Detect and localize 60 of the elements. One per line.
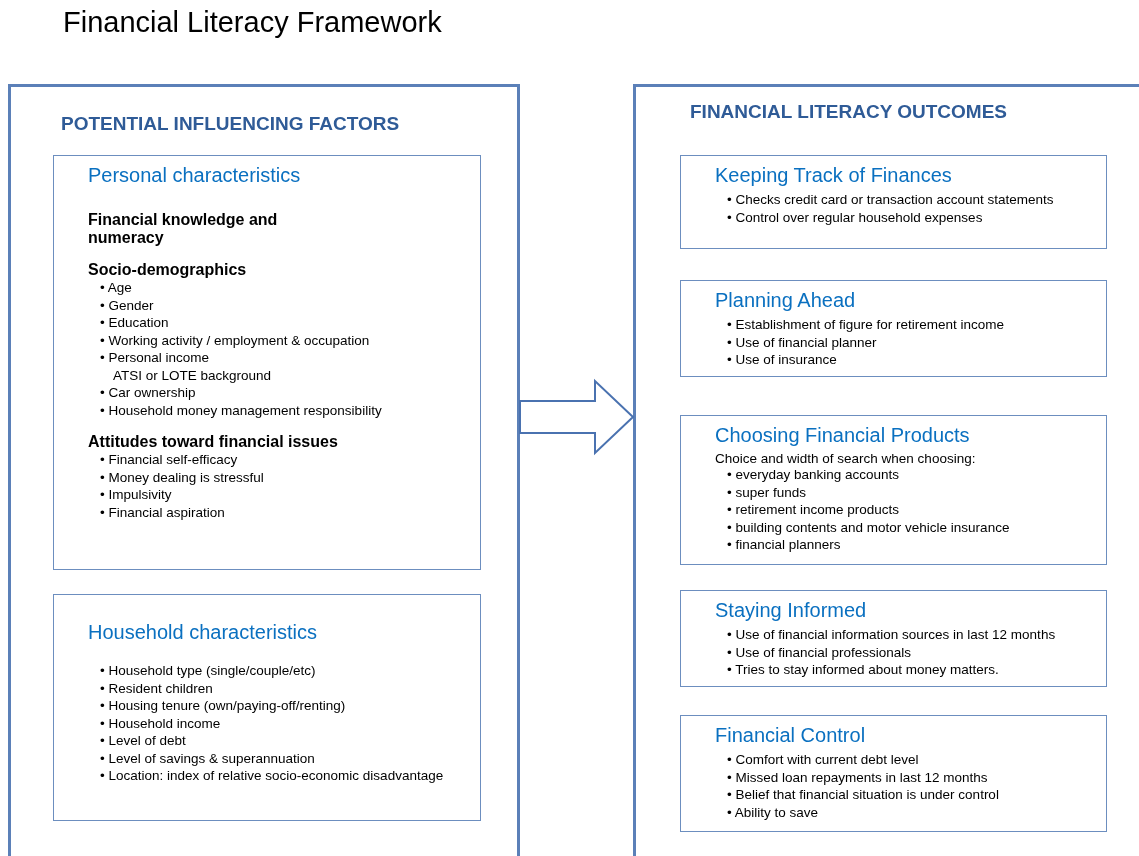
text-box bbox=[53, 155, 481, 570]
text-box bbox=[680, 715, 1107, 832]
bullet-item: • Financial self-efficacy bbox=[100, 451, 239, 469]
box-heading: Planning Ahead bbox=[715, 289, 857, 312]
panel-title: POTENTIAL INFLUENCING FACTORS bbox=[61, 113, 400, 135]
bullet-item: • Working activity / employment & occupation bbox=[100, 331, 371, 349]
bullet-item: • building contents and motor vehicle insurance bbox=[727, 518, 1011, 536]
box-heading: Keeping Track of Finances bbox=[715, 164, 953, 187]
bullet-item: • Establishment of figure for retirement income bbox=[727, 316, 1006, 334]
text-box bbox=[680, 280, 1107, 377]
bullet-item: • Level of debt bbox=[100, 732, 187, 750]
bullet-item: • financial planners bbox=[727, 536, 842, 554]
bullet-item: • Use of financial information sources in last 12 months bbox=[727, 626, 1057, 644]
box-heading: Staying Informed bbox=[715, 599, 868, 622]
box-heading: Financial Control bbox=[715, 724, 867, 747]
bullet-item: • Tries to stay informed about money matters. bbox=[727, 661, 1000, 679]
text-line: ATSI or LOTE background bbox=[113, 366, 273, 384]
section-heading: Attitudes toward financial issues bbox=[88, 433, 339, 451]
bullet-item: • Use of financial professionals bbox=[727, 643, 913, 661]
bullet-item: • Location: index of relative socio-economic disadvantage bbox=[100, 767, 445, 785]
panel-title: FINANCIAL LITERACY OUTCOMES bbox=[690, 101, 1008, 123]
bullet-item: • Impulsivity bbox=[100, 486, 173, 504]
box-heading: Personal characteristics bbox=[88, 164, 302, 187]
bullet-item: • Age bbox=[100, 279, 133, 297]
bullet-item: • Car ownership bbox=[100, 384, 197, 402]
bullet-item: • Gender bbox=[100, 296, 155, 314]
box-heading: Household characteristics bbox=[88, 621, 318, 644]
bullet-item: • everyday banking accounts bbox=[727, 466, 901, 484]
bullet-item: • super funds bbox=[727, 483, 808, 501]
bullet-item: • retirement income products bbox=[727, 501, 901, 519]
bullet-item: • Belief that financial situation is under control bbox=[727, 786, 1000, 804]
block-arrow bbox=[519, 378, 635, 456]
text-box bbox=[53, 594, 481, 821]
bullet-item: • Comfort with current debt level bbox=[727, 751, 920, 769]
bullet-item: • Money dealing is stressful bbox=[100, 468, 265, 486]
bullet-item: • Household money management responsibility bbox=[100, 401, 383, 419]
bullet-item: • Education bbox=[100, 314, 170, 332]
box-heading: Choosing Financial Products bbox=[715, 424, 971, 447]
bullet-item: • Checks credit card or transaction account statements bbox=[727, 191, 1055, 209]
bullet-item: • Control over regular household expenses bbox=[727, 208, 984, 226]
bullet-item: • Ability to save bbox=[727, 803, 820, 821]
text-line: Choice and width of search when choosing: bbox=[715, 451, 977, 466]
text-box bbox=[680, 155, 1107, 249]
bullet-item: • Use of insurance bbox=[727, 351, 838, 369]
bullet-item: • Resident children bbox=[100, 679, 214, 697]
bullet-item: • Use of financial planner bbox=[727, 333, 878, 351]
section-heading: Financial knowledge and numeracy bbox=[88, 211, 279, 247]
bullet-item: • Missed loan repayments in last 12 months bbox=[727, 768, 989, 786]
text-box bbox=[680, 415, 1107, 565]
bullet-item: • Housing tenure (own/paying-off/renting) bbox=[100, 697, 347, 715]
diagram-title: Financial Literacy Framework bbox=[63, 6, 442, 39]
bullet-item: • Financial aspiration bbox=[100, 503, 226, 521]
text-box bbox=[680, 590, 1107, 687]
bullet-item: • Level of savings & superannuation bbox=[100, 749, 316, 767]
bullet-item: • Household type (single/couple/etc) bbox=[100, 662, 317, 680]
bullet-item: • Household income bbox=[100, 714, 222, 732]
bullet-item: • Personal income bbox=[100, 349, 211, 367]
panel bbox=[633, 84, 1139, 856]
section-heading: Socio-demographics bbox=[88, 261, 248, 279]
panel bbox=[8, 84, 520, 856]
